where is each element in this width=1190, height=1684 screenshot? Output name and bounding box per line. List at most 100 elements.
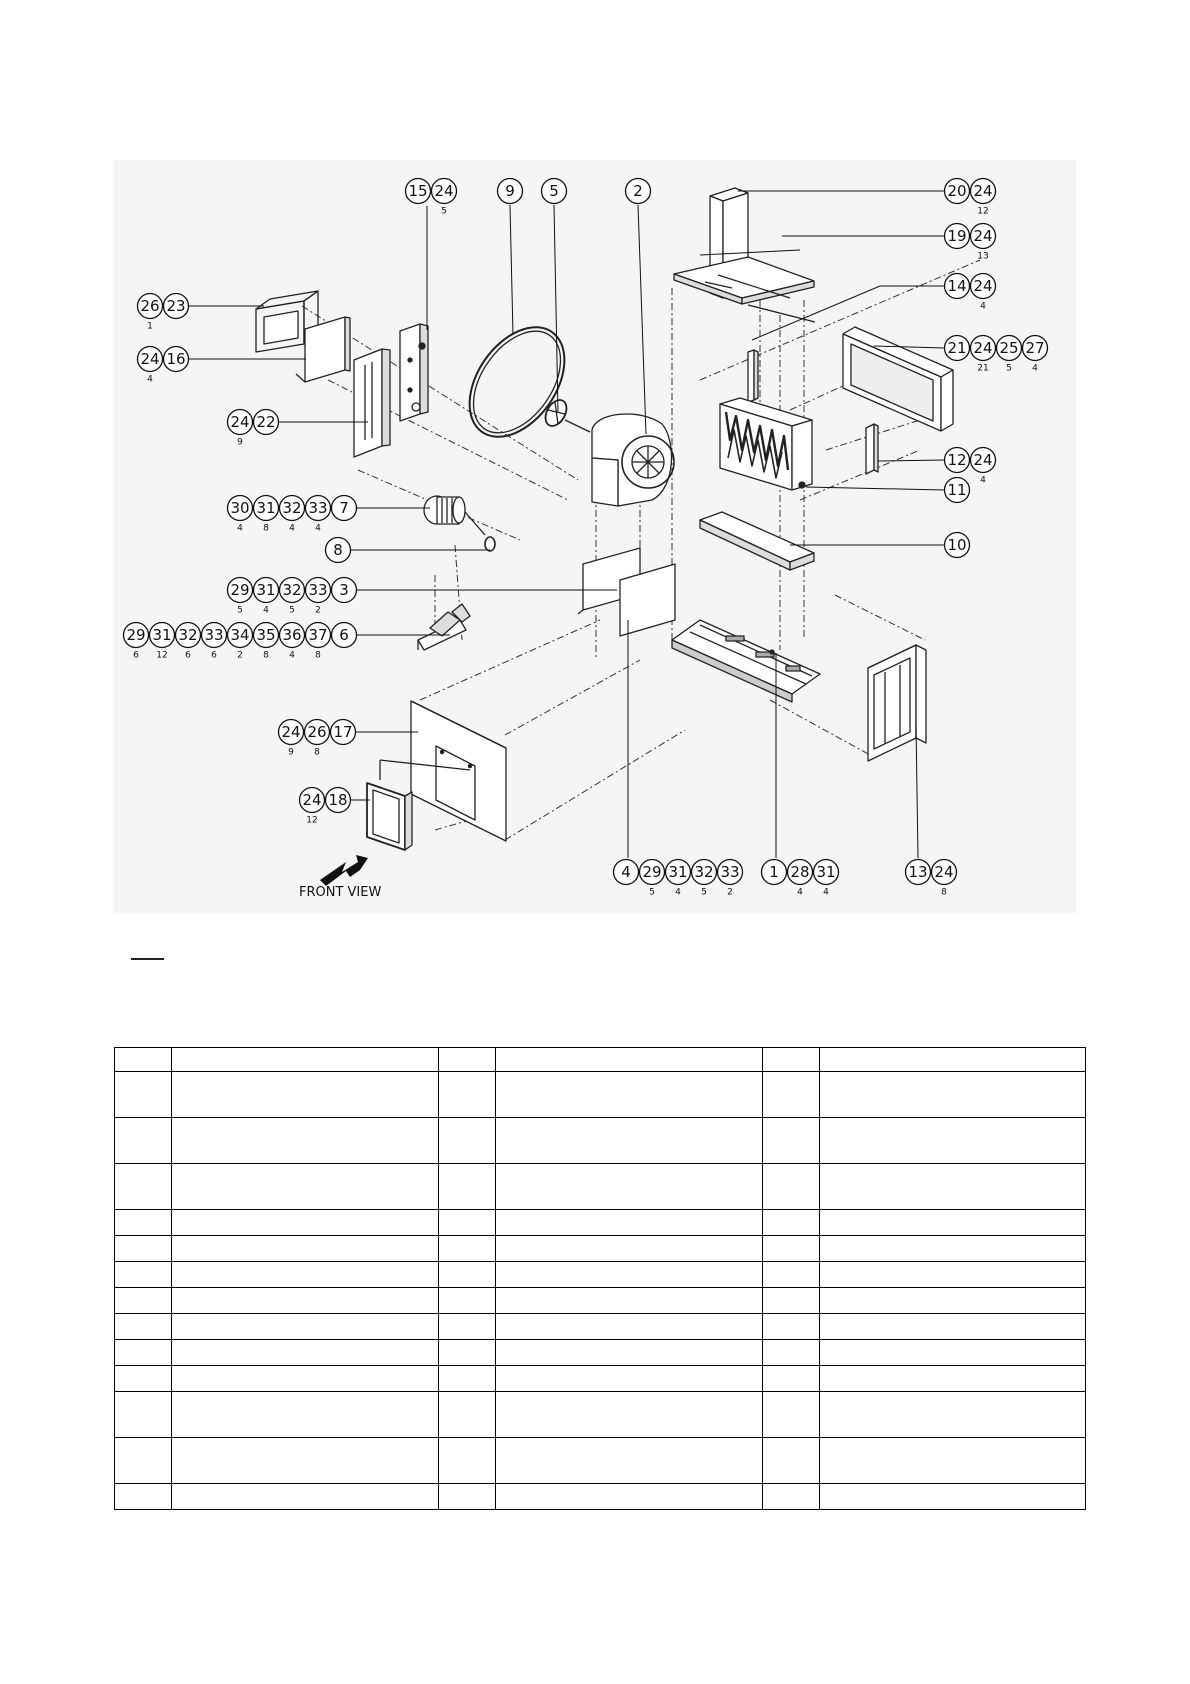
callout-bubble bbox=[324, 536, 352, 564]
callout-part-number: 25 bbox=[999, 339, 1018, 357]
callout-bubble bbox=[969, 177, 997, 205]
callout-part-number: 7 bbox=[339, 499, 349, 517]
part-14-bar bbox=[747, 349, 759, 403]
table-cell bbox=[819, 1437, 1086, 1484]
callout-quantity: 12 bbox=[306, 816, 317, 826]
callout-part-number: 32 bbox=[694, 863, 713, 881]
callout-part-number: 31 bbox=[816, 863, 835, 881]
callout-bubble bbox=[995, 334, 1023, 362]
table-cell bbox=[171, 1071, 439, 1118]
callout-quantity: 9 bbox=[237, 438, 243, 448]
callout-quantity: 5 bbox=[701, 888, 707, 898]
table-cell bbox=[819, 1287, 1086, 1314]
callout-quantity: 4 bbox=[237, 524, 243, 534]
callout-bubble bbox=[969, 446, 997, 474]
callout-bubble bbox=[226, 621, 254, 649]
callout-part-number: 18 bbox=[328, 791, 347, 809]
table-cell bbox=[114, 1437, 172, 1484]
callout-part-number: 3 bbox=[339, 581, 349, 599]
callout-part-number: 28 bbox=[790, 863, 809, 881]
callout-part-number: 29 bbox=[126, 626, 145, 644]
part-22-panel bbox=[353, 348, 391, 458]
callout-quantity: 6 bbox=[211, 651, 217, 661]
table-row bbox=[114, 1117, 1086, 1164]
callout-quantity: 5 bbox=[237, 606, 243, 616]
table-cell bbox=[171, 1483, 439, 1510]
table-cell bbox=[495, 1391, 763, 1438]
callout-quantity: 9 bbox=[288, 748, 294, 758]
callout-bubble bbox=[943, 272, 971, 300]
callout-bubble bbox=[136, 345, 164, 373]
callout-quantity: 4 bbox=[675, 888, 681, 898]
table-cell bbox=[438, 1339, 496, 1366]
parts-table bbox=[114, 1047, 1086, 1510]
callout-bubble bbox=[226, 494, 254, 522]
callout-part-number: 20 bbox=[947, 182, 966, 200]
callout-bubble bbox=[930, 858, 958, 886]
callout-bubble bbox=[1021, 334, 1049, 362]
callout-part-number: 31 bbox=[256, 581, 275, 599]
callout-part-number: 31 bbox=[152, 626, 171, 644]
table-row bbox=[114, 1209, 1086, 1236]
part-8-motor-pulley bbox=[484, 536, 496, 552]
callout-bubble bbox=[430, 177, 458, 205]
callout-quantity: 4 bbox=[980, 476, 986, 486]
table-cell bbox=[819, 1483, 1086, 1510]
callout-part-number: 4 bbox=[621, 863, 631, 881]
table-row bbox=[114, 1313, 1086, 1340]
table-cell bbox=[438, 1117, 496, 1164]
callout-bubble bbox=[304, 621, 332, 649]
callout-bubble bbox=[329, 718, 357, 746]
table-cell bbox=[438, 1313, 496, 1340]
table-row bbox=[114, 1365, 1086, 1392]
table-cell bbox=[819, 1261, 1086, 1288]
callout-bubble bbox=[252, 408, 280, 436]
callout-part-number: 33 bbox=[204, 626, 223, 644]
callout-bubble bbox=[252, 576, 280, 604]
table-cell bbox=[762, 1287, 820, 1314]
callout-bubble bbox=[330, 576, 358, 604]
part-10-tray bbox=[699, 511, 815, 571]
table-cell bbox=[762, 1437, 820, 1484]
callout-part-number: 14 bbox=[947, 277, 966, 295]
table-row bbox=[114, 1437, 1086, 1484]
table-cell bbox=[171, 1047, 439, 1072]
table-cell bbox=[114, 1235, 172, 1262]
table-cell bbox=[114, 1313, 172, 1340]
table-cell bbox=[495, 1117, 763, 1164]
callout-part-number: 11 bbox=[947, 481, 966, 499]
callout-quantity: 12 bbox=[977, 207, 988, 217]
callout-part-number: 24 bbox=[140, 350, 159, 368]
table-cell bbox=[819, 1235, 1086, 1262]
callout-bubble bbox=[252, 494, 280, 522]
table-cell bbox=[438, 1071, 496, 1118]
part-12-bar bbox=[865, 423, 879, 475]
callout-bubble bbox=[278, 576, 306, 604]
part-5-pulley bbox=[544, 399, 591, 433]
callout-bubble bbox=[612, 858, 640, 886]
part-21-frame bbox=[842, 326, 954, 432]
table-cell bbox=[495, 1365, 763, 1392]
callout-part-number: 24 bbox=[434, 182, 453, 200]
callout-quantity: 2 bbox=[727, 888, 733, 898]
front-view-label: FRONT VIEW bbox=[299, 885, 381, 900]
callout-quantity: 4 bbox=[797, 888, 803, 898]
callout-part-number: 2 bbox=[633, 182, 643, 200]
callout-quantity: 4 bbox=[289, 651, 295, 661]
table-cell bbox=[819, 1339, 1086, 1366]
table-cell bbox=[762, 1163, 820, 1210]
callout-part-number: 24 bbox=[230, 413, 249, 431]
callout-quantity: 12 bbox=[156, 651, 167, 661]
table-row bbox=[114, 1163, 1086, 1210]
table-cell bbox=[114, 1287, 172, 1314]
callout-quantity: 8 bbox=[263, 524, 269, 534]
callout-part-number: 24 bbox=[973, 451, 992, 469]
table-row bbox=[114, 1287, 1086, 1314]
callout-part-number: 24 bbox=[281, 723, 300, 741]
callout-part-number: 24 bbox=[934, 863, 953, 881]
callout-part-number: 12 bbox=[947, 451, 966, 469]
callout-bubble bbox=[298, 786, 326, 814]
callout-part-number: 15 bbox=[408, 182, 427, 200]
callout-bubble bbox=[278, 494, 306, 522]
part-19-top-plate bbox=[673, 256, 816, 323]
